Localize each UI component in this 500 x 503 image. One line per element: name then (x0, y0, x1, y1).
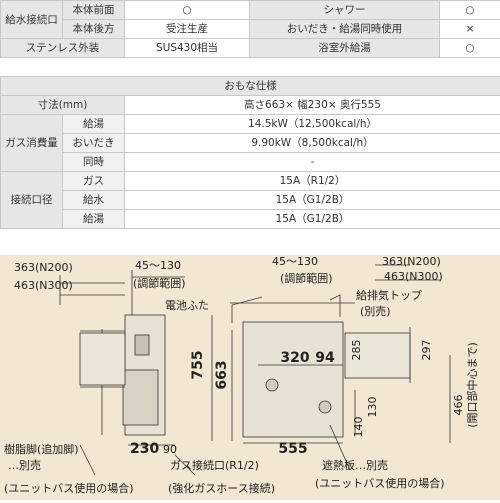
dim-94: 94 (315, 350, 335, 366)
table-row: 寸法(mm) 高さ663× 幅230× 奥行555 (1, 96, 500, 115)
dim-45-right: 45～130 (272, 255, 318, 268)
feature-table: 給水接続口 本体前面 ○ シャワー ○ 本体後方 受注生産 おいだき・給湯同時使… (0, 0, 500, 58)
conn-water-value: 15A（G1/2B） (125, 191, 500, 210)
opening-center-label: (開口部中心まで) (465, 342, 479, 428)
dim-297: 297 (420, 340, 433, 361)
table-row: 接続口径 ガス 15A（R1/2） (1, 172, 500, 191)
table-row: 給水接続口 本体前面 ○ シャワー ○ (1, 1, 500, 20)
conn-hot-value: 15A（G1/2B） (125, 210, 500, 229)
dim-463-left: 463(N300) (14, 279, 73, 292)
dim-320: 320 (280, 350, 309, 366)
dim-555: 555 (278, 441, 307, 457)
outdoor-supply-label: 浴室外給湯 (250, 39, 440, 58)
dim-463-right: 463(N300) (384, 270, 443, 283)
table-row: 本体後方 受注生産 おいだき・給湯同時使用 × (1, 20, 500, 39)
dim-130: 130 (366, 397, 379, 418)
stainless-value: SUS430相当 (125, 39, 250, 58)
dim-755: 755 (190, 350, 206, 379)
exhaust-sold-label: (別売) (360, 305, 391, 318)
dim-663: 663 (214, 360, 230, 389)
dimension-drawing: 363(N200) 463(N300) 45～130 (調節範囲) 電池ふた 4… (0, 255, 500, 500)
gas-hot-value: 14.5kW（12,500kcal/h） (125, 115, 500, 134)
simultaneous-label: おいだき・給湯同時使用 (250, 20, 440, 39)
table-row: おいだき 9.90kW（8,500kcal/h） (1, 134, 500, 153)
gas-hose-label: (強化ガスホース接続) (168, 481, 275, 495)
conn-gas-label: ガス (63, 172, 125, 191)
dim-90: 90 (163, 443, 177, 456)
table-row: おもな仕様 (1, 77, 500, 96)
connection-label: 接続口径 (1, 172, 63, 229)
table-row: 給湯 15A（G1/2B） (1, 210, 500, 229)
gas-reheat-label: おいだき (63, 134, 125, 153)
gas-reheat-value: 9.90kW（8,500kcal/h） (125, 134, 500, 153)
dim-466: 466 (452, 395, 465, 416)
rear-value: 受注生産 (125, 20, 250, 39)
dim-363-left: 363(N200) (14, 261, 73, 274)
gas-consumption-label: ガス消費量 (1, 115, 63, 172)
table-row: 同時 - (1, 153, 500, 172)
size-label: 寸法(mm) (1, 96, 125, 115)
heat-shield-case-label: (ユニットバス使用の場合) (315, 476, 445, 490)
resin-leg-sold-label: …別売 (8, 459, 41, 472)
dim-140: 140 (352, 417, 365, 438)
size-value: 高さ663× 幅230× 奥行555 (125, 96, 500, 115)
simultaneous-value: × (440, 20, 500, 39)
stainless-label: ステンレス外装 (1, 39, 125, 58)
dim-285: 285 (350, 340, 363, 361)
resin-leg-label: 樹脂脚(追加脚) (4, 442, 79, 456)
gas-both-label: 同時 (63, 153, 125, 172)
front-label: 本体前面 (63, 1, 125, 20)
gas-inlet-label: ガス接続口(R1/2) (170, 458, 259, 472)
dim-230: 230 (130, 441, 159, 457)
gas-hot-label: 給湯 (63, 115, 125, 134)
gas-both-value: - (125, 153, 500, 172)
outdoor-supply-value: ○ (440, 39, 500, 58)
heat-shield-label: 遮熱板…別売 (322, 458, 388, 472)
rear-label: 本体後方 (63, 20, 125, 39)
dim-adjust-right: (調節範囲) (280, 271, 333, 285)
conn-hot-label: 給湯 (63, 210, 125, 229)
dim-adjust-left: (調節範囲) (133, 276, 186, 290)
shower-value: ○ (440, 1, 500, 20)
spec-title: おもな仕様 (1, 77, 500, 96)
table-row: 給水 15A（G1/2B） (1, 191, 500, 210)
dim-45-left: 45～130 (135, 259, 181, 272)
exhaust-top-label: 給排気トップ (356, 288, 422, 302)
table-row: ステンレス外装 SUS430相当 浴室外給湯 ○ (1, 39, 500, 58)
table-row: ガス消費量 給湯 14.5kW（12,500kcal/h） (1, 115, 500, 134)
dim-363-right: 363(N200) (382, 255, 441, 268)
shower-label: シャワー (250, 1, 440, 20)
front-value: ○ (125, 1, 250, 20)
spec-table: おもな仕様 寸法(mm) 高さ663× 幅230× 奥行555 ガス消費量 給湯… (0, 76, 500, 229)
dimension-diagram: 363(N200) 463(N300) 45～130 (調節範囲) 電池ふた 4… (0, 255, 500, 500)
conn-water-label: 給水 (63, 191, 125, 210)
water-connection-label: 給水接続口 (1, 1, 63, 39)
resin-leg-case-label: (ユニットバス使用の場合) (4, 481, 134, 495)
battery-cover-label: 電池ふた (165, 299, 209, 312)
conn-gas-value: 15A（R1/2） (125, 172, 500, 191)
